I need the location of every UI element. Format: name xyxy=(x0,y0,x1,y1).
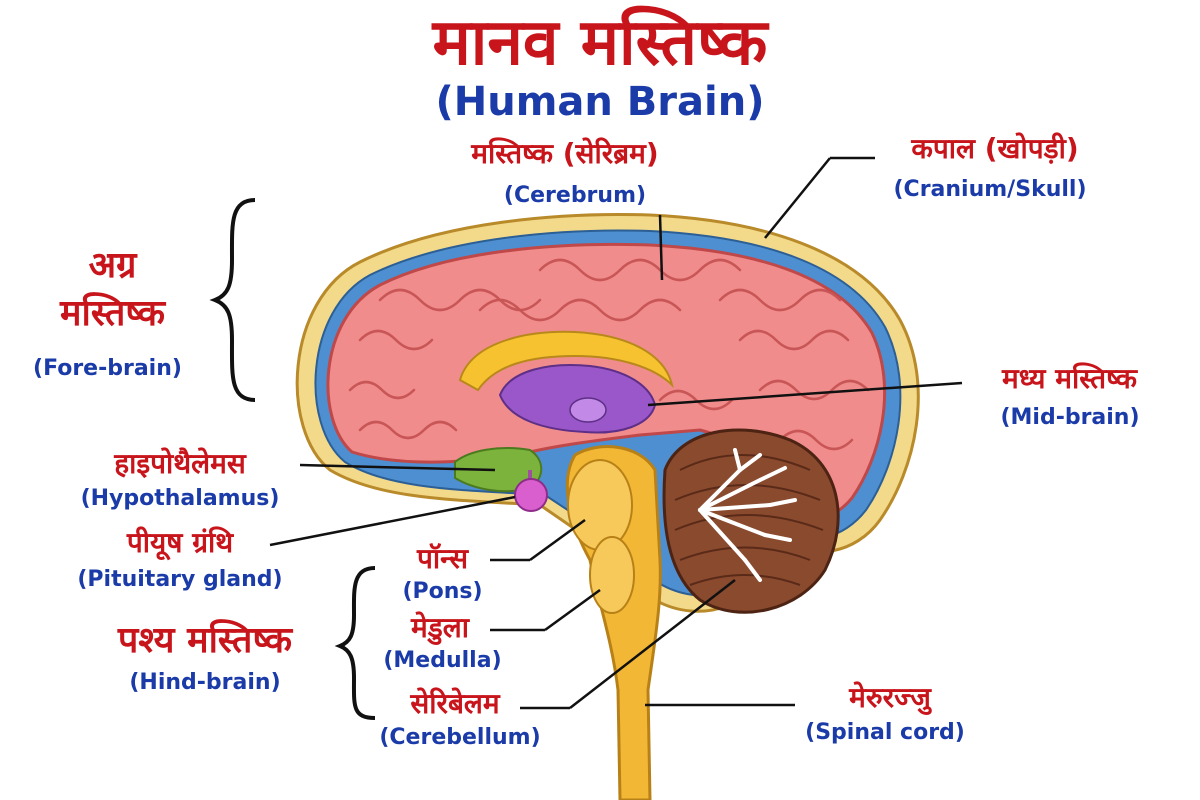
cerebrum-label-hi: मस्तिष्क (सेरिब्रम) xyxy=(471,137,659,170)
leader-cranium-2 xyxy=(764,157,831,239)
cerebellum-label-en: (Cerebellum) xyxy=(379,725,541,750)
arbor-vitae xyxy=(698,448,797,582)
pons-label-en: (Pons) xyxy=(402,579,483,604)
page-title: मानव मस्तिष्क xyxy=(432,6,768,80)
leader-cerebrum xyxy=(658,214,664,281)
leader-pons-2 xyxy=(529,518,586,562)
cerebellum-folia xyxy=(674,454,824,586)
leader-cerebellum-2 xyxy=(569,579,736,709)
leader-medulla-2 xyxy=(544,588,601,632)
cerebrum-label-en: (Cerebrum) xyxy=(503,183,647,208)
pons-shape xyxy=(567,459,633,551)
hypothalamus-label-en: (Hypothalamus) xyxy=(80,486,280,511)
forebrain-label-hi-2: मस्तिष्क xyxy=(59,293,165,334)
leader-pituitary xyxy=(269,495,516,547)
spinal-label-en: (Spinal cord) xyxy=(805,720,965,745)
midbrain-label-en: (Mid-brain) xyxy=(1000,405,1140,430)
midbrain-label-hi: मध्य मस्तिष्क xyxy=(1002,362,1137,395)
forebrain-label-hi-1: अग्र xyxy=(88,245,137,286)
medulla-label-en: (Medulla) xyxy=(383,648,502,673)
spinal-label-hi: मेरुरज्जु xyxy=(849,681,931,714)
medulla-label-hi: मेडुला xyxy=(411,611,469,644)
hindbrain-brace xyxy=(334,566,376,720)
leader-midbrain xyxy=(647,381,963,407)
corpus-callosum xyxy=(458,330,674,392)
cerebellum-label-hi: सेरिबेलम xyxy=(410,687,500,720)
cranium-label-en: (Cranium/Skull) xyxy=(893,177,1087,202)
forebrain-label-en: (Fore-brain) xyxy=(33,356,182,381)
hypothalamus-shape xyxy=(454,447,543,493)
pituitary-shape xyxy=(514,478,548,512)
pons-label-hi: पॉन्स xyxy=(416,542,469,575)
thalamus-core xyxy=(569,397,607,423)
hypothalamus-label-hi: हाइपोथैलेमस xyxy=(114,447,246,480)
hindbrain-label-en: (Hind-brain) xyxy=(129,670,281,695)
pituitary-label-hi: पीयूष ग्रंथि xyxy=(126,526,234,559)
pituitary-label-en: (Pituitary gland) xyxy=(77,567,283,592)
cranium-label-hi: कपाल (खोपड़ी) xyxy=(911,132,1079,165)
leader-lines xyxy=(269,156,963,710)
cerebellum-shape xyxy=(662,428,840,614)
cerebrum-gyri xyxy=(348,258,870,451)
leader-hypothalamus xyxy=(299,463,496,472)
forebrain-brace xyxy=(209,198,256,402)
hindbrain-label-hi: पश्य मस्तिष्क xyxy=(117,620,293,661)
medulla-shape xyxy=(589,536,635,614)
page-subtitle: (Human Brain) xyxy=(435,79,765,125)
